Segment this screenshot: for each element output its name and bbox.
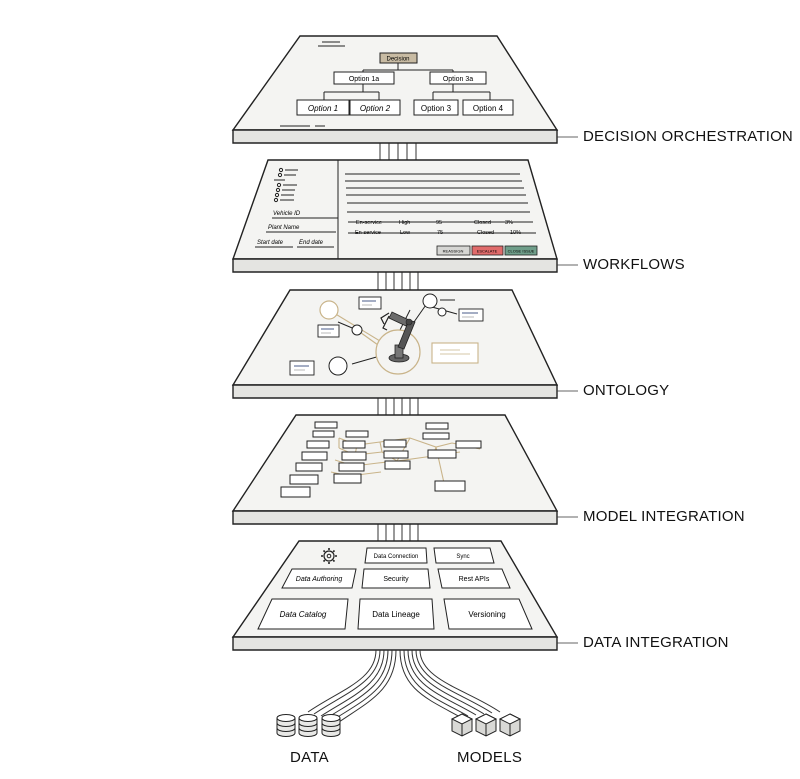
table-row-1-priority: High [399, 220, 410, 226]
layer-model-integration [231, 414, 578, 525]
table-row-1-score: 95 [436, 220, 442, 226]
option-3a-label: Option 3a [443, 76, 473, 83]
label-data: DATA [290, 749, 329, 766]
table-row-2-priority: Low [400, 230, 410, 236]
reassign-button [436, 245, 471, 256]
workflow-table: En-service High 95 Closed 3% En-service … [345, 173, 536, 236]
start-date-filter: Start date [257, 240, 284, 246]
model-cables [399, 649, 501, 719]
end-date-filter: End date [299, 240, 324, 246]
layer-connectors [377, 143, 419, 543]
option-4-label: Option 4 [473, 104, 504, 113]
option-4-node [462, 99, 514, 116]
label-ontology: ONTOLOGY [583, 382, 670, 399]
label-decision-orchestration: DECISION ORCHESTRATION [583, 128, 793, 145]
label-data-integration: DATA INTEGRATION [583, 634, 729, 651]
ontology-node [437, 307, 447, 317]
rest-apis-label: Rest APIs [459, 576, 490, 583]
sync-label: Sync [456, 554, 469, 560]
close-issue-label: CLOSE ISSUE [508, 249, 535, 254]
data-catalog-label: Data Catalog [280, 610, 327, 619]
data-authoring-tile [281, 568, 357, 589]
table-row-2-state: Closed [477, 230, 494, 236]
ontology-card [289, 360, 315, 376]
model-cube-icon [450, 713, 522, 737]
option-1a-label: Option 1a [349, 76, 379, 83]
layer-data-integration: Data Connection Sync Data Authoring Secu… [231, 540, 578, 651]
versioning-tile [443, 598, 533, 630]
table-row-2-status: En-service [355, 230, 381, 236]
escalate-label: ESCALATE [477, 249, 498, 254]
option-1-label: Option 1 [308, 104, 338, 113]
data-cables [307, 649, 397, 723]
data-connection-label: Data Connection [374, 554, 419, 560]
sync-tile [433, 547, 495, 564]
security-tile [361, 568, 431, 589]
data-authoring-label: Data Authoring [296, 576, 343, 583]
option-3-node [413, 99, 459, 116]
gear-icon [321, 548, 337, 564]
escalate-button [471, 245, 504, 256]
decision-root-node [379, 52, 418, 64]
security-label: Security [383, 576, 409, 583]
option-3a-node [429, 71, 487, 85]
data-catalog-tile [257, 598, 349, 630]
ontology-card [358, 296, 382, 310]
plant-name-filter: Plant Name [268, 225, 300, 231]
option-2-label: Option 2 [360, 104, 391, 113]
table-row-1-status: En-service [356, 220, 382, 226]
layer-ontology [231, 289, 578, 399]
ontology-node [328, 356, 348, 376]
table-row-2-pct: 10% [510, 230, 521, 236]
data-connection-tile [364, 547, 428, 564]
decision-root-label: Decision [386, 57, 409, 63]
layer-workflows: Vehicle ID Plant Name Start date End dat… [232, 159, 578, 273]
label-workflows: WORKFLOWS [583, 256, 685, 273]
rest-apis-tile [437, 568, 511, 589]
layer-decision-orchestration: Decision Option 1a Option 3a Option 1 Op… [231, 35, 578, 144]
data-lineage-label: Data Lineage [372, 610, 420, 619]
model-graph-nodes [280, 421, 482, 498]
ontology-card [317, 324, 340, 338]
table-row-2-score: 75 [437, 230, 443, 236]
option-1a-node [333, 71, 395, 85]
option-1-node [296, 99, 350, 116]
table-row-1-pct: 3% [505, 220, 513, 226]
ontology-node [351, 324, 363, 336]
workflow-filter-panel: Vehicle ID Plant Name Start date End dat… [255, 167, 338, 248]
label-model-integration: MODEL INTEGRATION [583, 508, 745, 525]
vehicle-id-filter: Vehicle ID [273, 211, 301, 217]
option-3-label: Option 3 [421, 104, 452, 113]
data-lineage-tile [357, 598, 435, 630]
ontology-node [319, 300, 339, 320]
label-models: MODELS [457, 749, 523, 766]
option-2-node [349, 99, 401, 116]
ontology-card [431, 342, 479, 364]
versioning-label: Versioning [468, 610, 505, 619]
close-issue-button [504, 245, 538, 256]
database-icon [276, 714, 341, 737]
reassign-label: REASSIGN [443, 249, 464, 254]
robot-arm-icon [380, 311, 416, 363]
table-row-1-state: Closed [474, 220, 491, 226]
ontology-card [458, 308, 484, 322]
ontology-node [422, 293, 438, 309]
